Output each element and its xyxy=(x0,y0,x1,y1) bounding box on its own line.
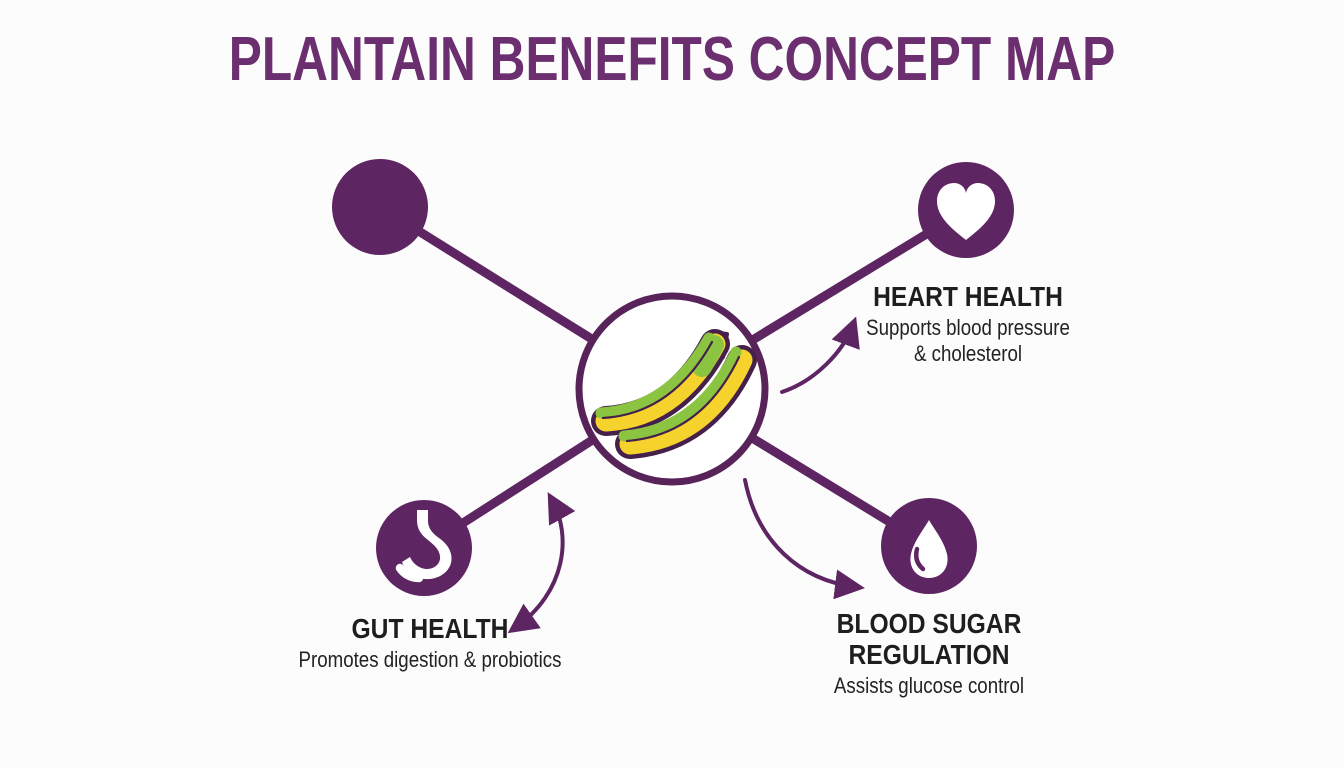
blood-sugar-desc: Assists glucose control xyxy=(833,673,1025,698)
droplet-icon xyxy=(910,520,948,578)
gut-health-title: GUT HEALTH xyxy=(351,613,509,644)
gut-health-label-block: GUT HEALTH Promotes digestion & probioti… xyxy=(220,613,640,673)
blood-sugar-title-line1: BLOOD SUGAR xyxy=(836,608,1022,639)
plantain-front xyxy=(615,345,757,459)
blood-sugar-label-block: BLOOD SUGAR REGULATION Assists glucose c… xyxy=(719,608,1139,699)
heart-health-label-block: HEART HEALTH Supports blood pressure & c… xyxy=(758,281,1178,367)
arrow-gut-double xyxy=(507,492,576,634)
stomach-icon xyxy=(395,510,452,583)
unlabeled-node-circle xyxy=(332,159,428,255)
gut-health-desc: Promotes digestion & probiotics xyxy=(298,647,562,672)
stomach-body xyxy=(402,510,452,580)
droplet-highlight xyxy=(914,546,926,572)
heart-icon xyxy=(937,183,995,240)
heart-health-desc-line2: & cholesterol xyxy=(913,341,1023,366)
blood-sugar-title-line2: REGULATION xyxy=(848,639,1010,670)
heart-health-title: HEART HEALTH xyxy=(873,281,1063,312)
plantain-icon xyxy=(591,329,757,459)
stomach-duodenum xyxy=(395,563,424,583)
arrow-to-heart-label xyxy=(780,316,860,394)
arrow-to-blood-sugar-node xyxy=(743,478,865,600)
plantain-back xyxy=(591,329,730,436)
heart-health-desc-line1: Supports blood pressure xyxy=(866,315,1070,340)
page-title: PLANTAIN BENEFITS CONCEPT MAP xyxy=(228,25,1116,94)
curved-arrows xyxy=(507,316,865,634)
